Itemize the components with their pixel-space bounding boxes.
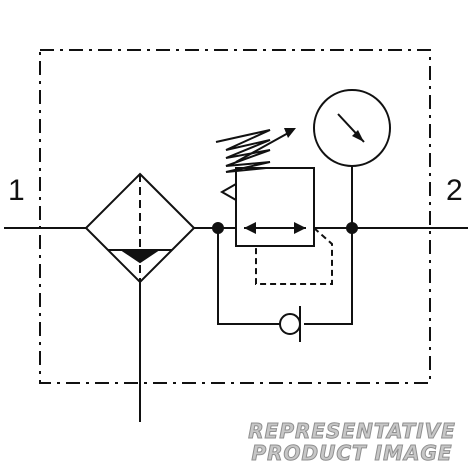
bypass-circuit	[217, 228, 353, 342]
pressure-regulator-icon	[215, 128, 333, 285]
pressure-gauge-icon	[313, 89, 391, 228]
junction-dot-left	[212, 222, 224, 234]
check-valve-icon	[279, 306, 301, 342]
watermark-line-1: REPRESENTATIVE	[248, 419, 456, 443]
filter-diamond-icon	[84, 172, 196, 422]
outlet-port-label: 2	[446, 174, 463, 207]
watermark: REPRESENTATIVE PRODUCT IMAGE	[236, 419, 468, 465]
adjusting-spring	[215, 129, 271, 173]
inlet-port-label: 1	[8, 174, 25, 207]
unit-boundary	[39, 49, 431, 384]
watermark-line-2: PRODUCT IMAGE	[251, 441, 453, 465]
junction-dot-right	[346, 222, 358, 234]
pilot-line	[255, 227, 333, 285]
